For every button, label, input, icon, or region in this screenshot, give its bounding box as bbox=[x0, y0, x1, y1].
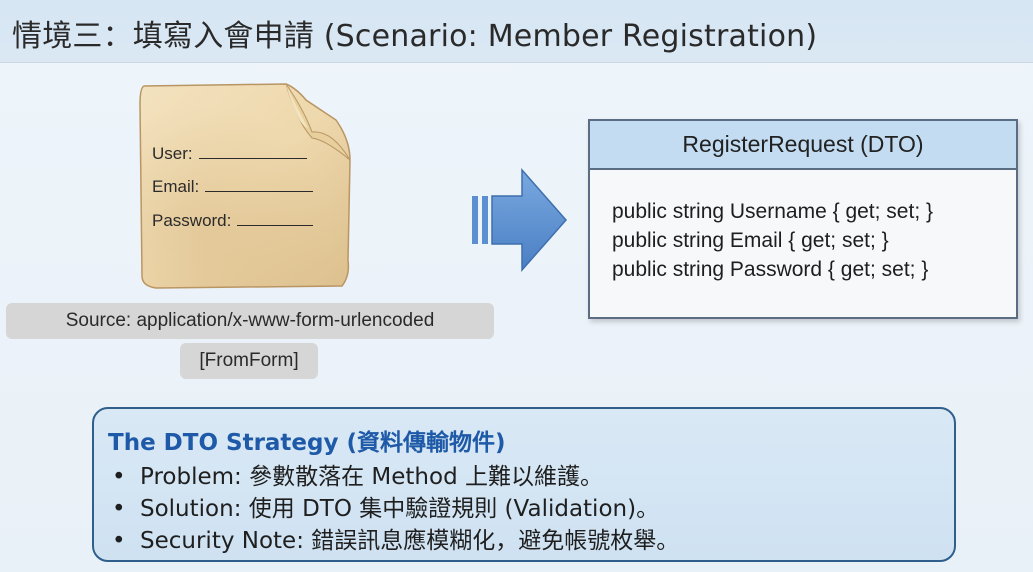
bullet-icon: • bbox=[112, 528, 126, 554]
strategy-bullet-security-text: Security Note: 錯誤訊息應模糊化，避免帳號枚舉。 bbox=[140, 528, 680, 554]
form-field-user: User: bbox=[152, 144, 307, 164]
dto-class-box: RegisterRequest (DTO) public string User… bbox=[588, 119, 1018, 319]
form-field-email-line bbox=[205, 177, 314, 192]
binding-label: [FromForm] bbox=[180, 343, 318, 379]
form-field-user-label: User: bbox=[152, 144, 193, 163]
bullet-icon: • bbox=[112, 464, 126, 490]
parchment-paper-icon bbox=[139, 83, 351, 289]
page-title: 情境三：填寫入會申請 (Scenario: Member Registratio… bbox=[12, 19, 818, 54]
dto-property-username: public string Username { get; set; } bbox=[612, 200, 933, 223]
dto-property-password: public string Password { get; set; } bbox=[612, 258, 929, 281]
dto-class-header: RegisterRequest (DTO) bbox=[590, 121, 1016, 170]
form-field-password-label: Password: bbox=[152, 211, 232, 230]
title-bar: 情境三：填寫入會申請 (Scenario: Member Registratio… bbox=[0, 0, 1033, 63]
form-field-password: Password: bbox=[152, 211, 314, 231]
form-field-password-line bbox=[237, 211, 314, 226]
dto-property-email: public string Email { get; set; } bbox=[612, 229, 889, 252]
parchment-form: User: Email: Password: bbox=[136, 80, 358, 294]
form-field-email: Email: bbox=[152, 177, 314, 197]
strategy-bullet-problem-text: Problem: 參數散落在 Method 上難以維護。 bbox=[140, 464, 603, 490]
source-label: Source: application/x-www-form-urlencode… bbox=[6, 303, 494, 339]
strategy-bullet-solution-text: Solution: 使用 DTO 集中驗證規則 (Validation)。 bbox=[140, 496, 660, 522]
strategy-bullet-solution: • Solution: 使用 DTO 集中驗證規則 (Validation)。 bbox=[112, 489, 659, 523]
form-field-user-line bbox=[198, 144, 307, 159]
right-arrow-icon bbox=[472, 168, 567, 272]
bullet-icon: • bbox=[112, 496, 126, 522]
strategy-title: The DTO Strategy (資料傳輸物件) bbox=[108, 430, 506, 456]
strategy-bullet-problem: • Problem: 參數散落在 Method 上難以維護。 bbox=[112, 457, 603, 491]
strategy-box: The DTO Strategy (資料傳輸物件) • Problem: 參數散落… bbox=[92, 407, 956, 562]
form-field-email-label: Email: bbox=[152, 177, 200, 196]
strategy-bullet-security: • Security Note: 錯誤訊息應模糊化，避免帳號枚舉。 bbox=[112, 521, 679, 555]
